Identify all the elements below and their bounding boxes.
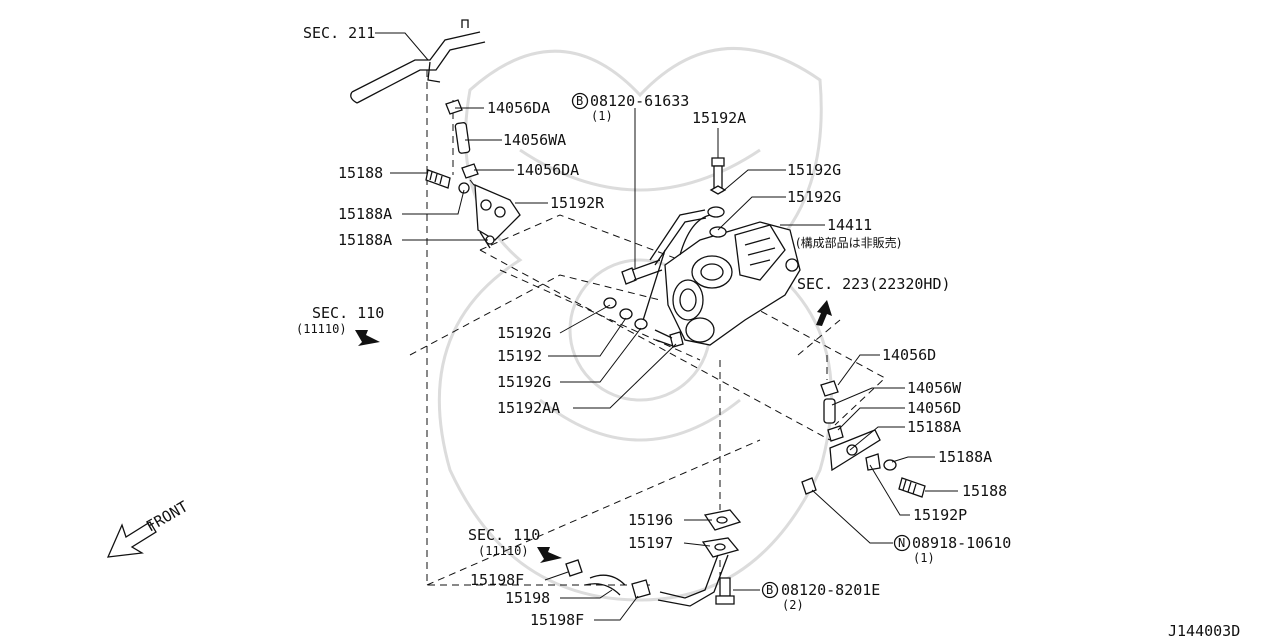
label-14056WA[interactable]: 14056WA [503, 131, 566, 149]
turbocharger-assembly [639, 206, 801, 346]
callout-bolt-b1[interactable]: B 08120-61633 (1) [571, 92, 690, 123]
nut-n-prefix: N [898, 536, 905, 550]
watermark-emblem [437, 46, 833, 602]
hose-clamps-upper [425, 99, 479, 194]
label-15192G-top-1[interactable]: 15192G [787, 161, 841, 179]
label-nut-n: 08918-10610 [912, 534, 1011, 552]
label-bolt-b2: 08120-8201E [781, 581, 880, 599]
label-14056W[interactable]: 14056W [907, 379, 962, 397]
label-nut-n-qty: (1) [913, 551, 935, 565]
bolt-b2-prefix: B [766, 583, 773, 597]
label-sec-223[interactable]: SEC. 223(22320HD) [797, 275, 951, 293]
label-15198[interactable]: 15198 [505, 589, 550, 607]
leader-lines [375, 32, 958, 621]
label-15188-right[interactable]: 15188 [962, 482, 1007, 500]
label-15192G-mid-2[interactable]: 15192G [497, 373, 551, 391]
label-14056D-1[interactable]: 14056D [882, 346, 936, 364]
arrow-sec110-upper [355, 330, 380, 346]
label-bolt-b2-qty: (2) [782, 598, 804, 612]
label-15188-left[interactable]: 15188 [338, 164, 383, 182]
label-15192AA[interactable]: 15192AA [497, 399, 560, 417]
arrow-sec110-lower [537, 547, 562, 563]
label-15188A-right-1[interactable]: 15188A [907, 418, 961, 436]
label-bolt-b1-qty: (1) [591, 109, 613, 123]
label-14056D-2[interactable]: 14056D [907, 399, 961, 417]
label-sec-110-upper-code: (11110) [296, 322, 347, 336]
label-14056DA-1[interactable]: 14056DA [487, 99, 550, 117]
label-front: FRONT [143, 497, 191, 535]
diagram-id-code: J144003D [1168, 622, 1240, 639]
callout-bolt-b2[interactable]: B 08120-8201E (2) [761, 581, 881, 612]
oil-return-parts-lower [565, 509, 742, 607]
label-14411-note: (構成部品は非販売) [796, 235, 901, 250]
label-15198F-2[interactable]: 15198F [530, 611, 584, 629]
label-15192A[interactable]: 15192A [692, 109, 746, 127]
label-14411[interactable]: 14411 [827, 216, 872, 234]
label-sec-110-lower[interactable]: SEC. 110 [468, 526, 540, 544]
label-bolt-b1: 08120-61633 [590, 92, 689, 110]
label-15192R[interactable]: 15192R [550, 194, 605, 212]
label-15198F-1[interactable]: 15198F [470, 571, 524, 589]
label-15188A-left-1[interactable]: 15188A [338, 205, 392, 223]
front-arrow-icon [106, 521, 157, 558]
label-15192G-mid-1[interactable]: 15192G [497, 324, 551, 342]
label-15192G-top-2[interactable]: 15192G [787, 188, 841, 206]
label-sec-211[interactable]: SEC. 211 [303, 24, 375, 42]
dashed-guide-lines [409, 70, 886, 586]
label-15196[interactable]: 15196 [628, 511, 673, 529]
oil-pipe-upper [350, 19, 486, 104]
part-labels: SEC. 211 14056DA 14056WA 14056DA 15188 1… [143, 24, 1240, 639]
label-15197[interactable]: 15197 [628, 534, 673, 552]
bolt-b1-prefix: B [576, 94, 583, 108]
bolts-washers-center [603, 157, 727, 348]
oil-tube-bracket-15192R [474, 183, 521, 249]
label-14056DA-2[interactable]: 14056DA [516, 161, 579, 179]
callout-nut-n[interactable]: N 08918-10610 (1) [893, 534, 1012, 565]
direction-arrows [106, 300, 832, 563]
label-sec-110-lower-code: (11110) [478, 544, 529, 558]
hose-clamps-right [801, 380, 926, 498]
label-15188A-right-2[interactable]: 15188A [938, 448, 992, 466]
label-15192[interactable]: 15192 [497, 347, 542, 365]
label-sec-110-upper[interactable]: SEC. 110 [312, 304, 384, 322]
label-15192P[interactable]: 15192P [913, 506, 967, 524]
arrow-sec223 [816, 300, 832, 326]
label-15188A-left-2[interactable]: 15188A [338, 231, 392, 249]
